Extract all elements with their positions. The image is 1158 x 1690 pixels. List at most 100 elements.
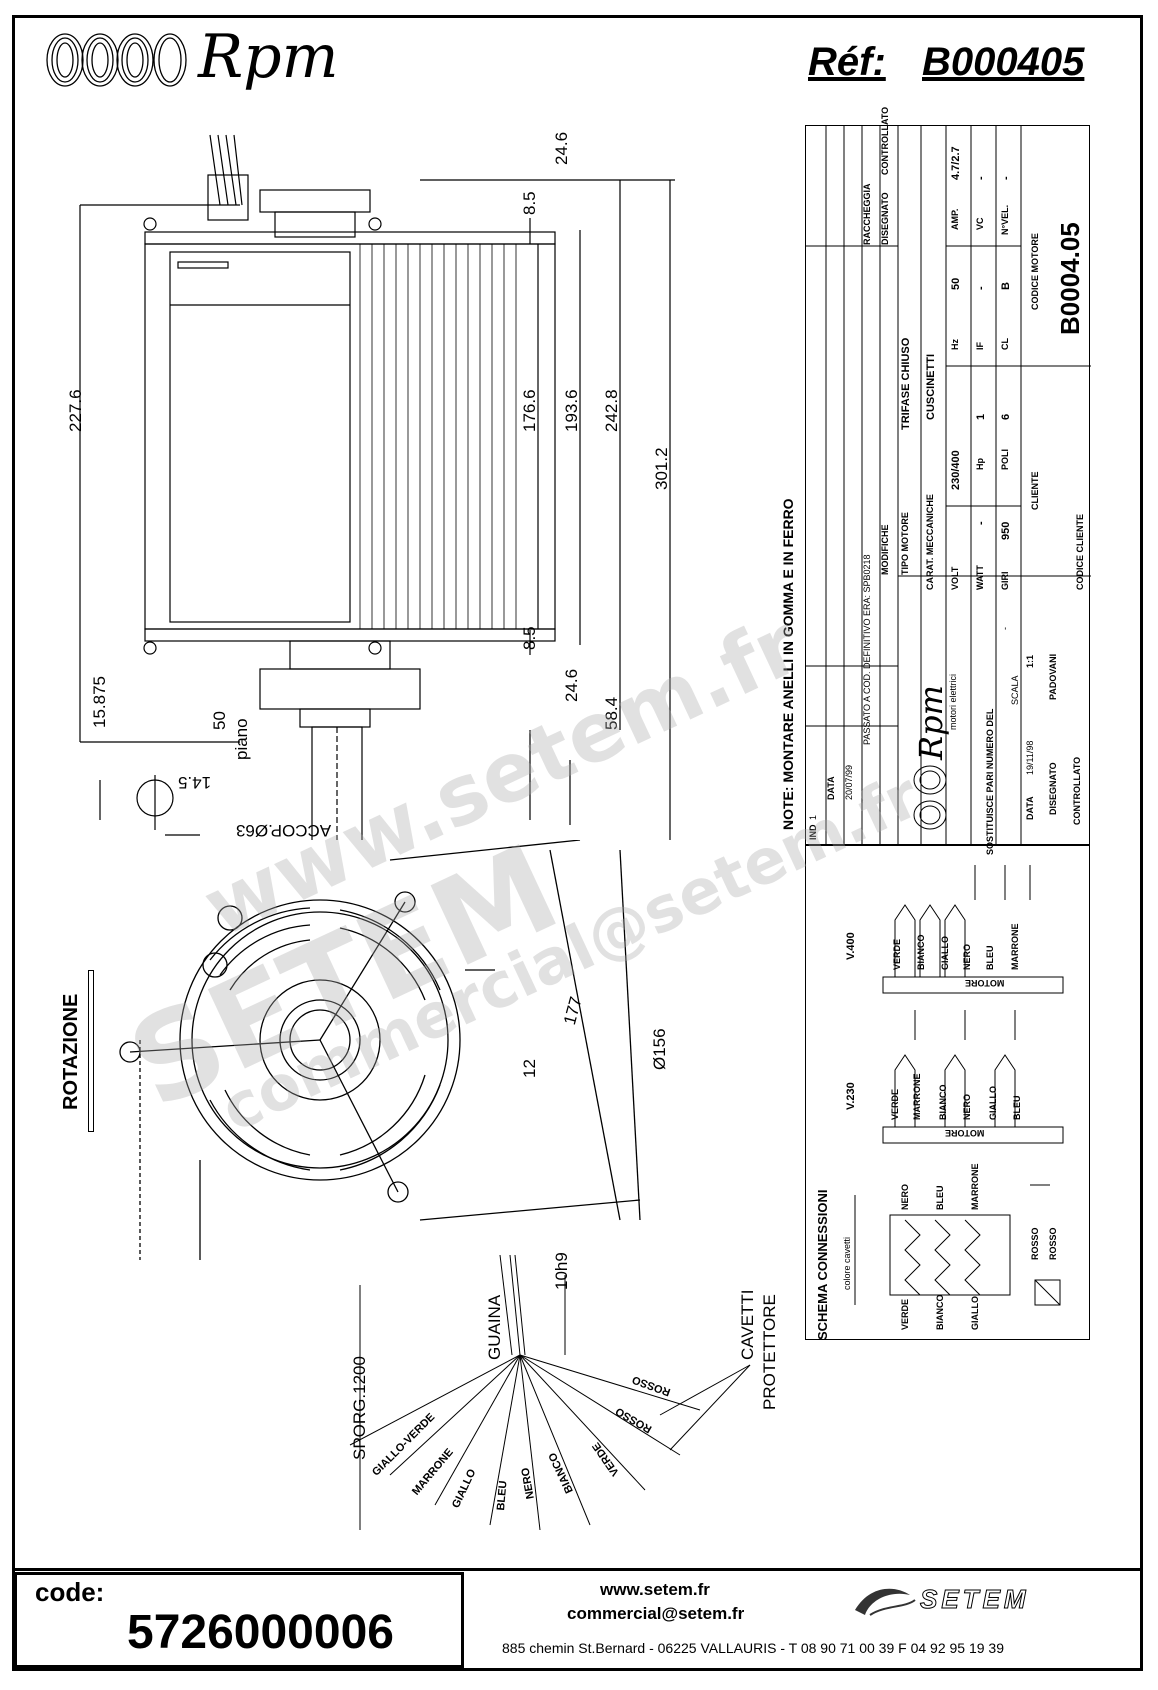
v230-wire: MARRONE <box>912 1073 922 1121</box>
disegnato-label: DISEGNATO <box>1048 762 1058 815</box>
dim-10h9: 10h9 <box>552 1252 571 1290</box>
code-label: code: <box>35 1577 105 1607</box>
disegnato-value: PADOVANI <box>1048 653 1058 700</box>
v400-wire: MARRONE <box>1010 923 1020 971</box>
hz-label: Hz <box>950 339 960 350</box>
dim-8-5-bottom: 8.5 <box>520 626 539 650</box>
dim-227-6: 227.6 <box>66 389 85 432</box>
setem-swoosh-icon <box>855 1588 916 1616</box>
poli: 6 <box>1000 413 1012 420</box>
dim-156: Ø156 <box>650 1028 669 1070</box>
rev-header-disegnato: DISEGNATO <box>880 192 890 245</box>
dim-24-6-top: 24.6 <box>552 131 571 165</box>
dim-301-2: 301.2 <box>652 447 671 490</box>
footer-brand: SETEM <box>920 1584 1030 1615</box>
rpm-mini-logo-icon <box>913 765 947 830</box>
footer-rule <box>12 1568 1143 1571</box>
rev-modifiche: PASSATO A COD. DEFINITIVO ERA: SPB0218 <box>862 554 872 745</box>
footer-email[interactable]: commercial@setem.fr <box>567 1604 745 1623</box>
schema-title: SCHEMA CONNESSIONI <box>815 1189 830 1340</box>
schema-v400: V.400 <box>845 932 857 960</box>
sostituisce: - <box>1000 627 1010 630</box>
label-rotazione: ROTAZIONE <box>60 993 82 1110</box>
tipo-motore: TRIFASE CHIUSO <box>900 337 912 430</box>
title-block <box>805 125 1091 846</box>
schema-motore-400: MOTORE <box>965 978 1005 988</box>
carat: CUSCINETTI <box>925 354 937 420</box>
giri: 950 <box>1000 521 1012 540</box>
hz: 50 <box>950 277 962 290</box>
nvel-label: N°VEL. <box>1000 204 1010 235</box>
label-guaina: GUAINA <box>485 1294 504 1360</box>
v400-wire: BLEU <box>985 945 995 971</box>
v400-wire: GIALLO <box>940 936 950 970</box>
sostituisce-label: SOSTITUISCE PARI NUMERO DEL <box>985 708 995 855</box>
footer-address: 885 chemin St.Bernard - 06225 VALLAURIS … <box>502 1640 1004 1656</box>
bottom-wire: BIANCO <box>935 1294 945 1331</box>
code-box: code: 5726000006 <box>14 1572 464 1668</box>
schema-block <box>805 845 1090 1340</box>
label-piano: piano <box>232 718 251 760</box>
amp: 4.7/2.7 <box>950 146 962 180</box>
dim-8-5-top: 8.5 <box>520 191 539 215</box>
if-label: IF <box>975 342 985 350</box>
data-value: 19/11/98 <box>1025 740 1035 775</box>
brand-logo-text: Rpm <box>198 22 339 92</box>
nvel: - <box>1000 176 1012 180</box>
cliente-label: CLIENTE <box>1030 471 1040 510</box>
vc-label: VC <box>975 217 985 230</box>
giri-label: GIRI <box>1000 571 1010 590</box>
dim-sporg: SPORG.1200 <box>350 1356 369 1460</box>
drawing-frame <box>12 15 1143 1671</box>
dim-193-6: 193.6 <box>562 389 581 432</box>
rpm-logo-icon <box>46 33 187 87</box>
carat-label: CARAT. MECCANICHE <box>925 494 935 590</box>
cl-label: CL <box>1000 338 1010 350</box>
v400-wire: NERO <box>962 943 972 970</box>
hp: 1 <box>975 413 987 420</box>
label-cavetti: CAVETTI <box>738 1289 757 1360</box>
rev-header-controllato: CONTROLLATO <box>880 106 890 175</box>
codice-motore: B0004.05 <box>1055 222 1085 335</box>
v230-wire: NERO <box>962 1093 972 1120</box>
codice-cliente-label: CODICE CLIENTE <box>1075 513 1085 590</box>
poli-label: POLI <box>1000 448 1010 470</box>
ref-label: Réf: <box>808 40 886 84</box>
rotation-bar <box>88 970 94 1132</box>
v230-wire: VERDE <box>890 1088 900 1120</box>
v400-wire: BIANCO <box>916 934 926 971</box>
rosso-wire: ROSSO <box>1030 1227 1040 1260</box>
controllato-label: CONTROLLATO <box>1072 756 1082 825</box>
rev-header-modifiche: MODIFICHE <box>880 524 890 576</box>
bottom-wire: VERDE <box>900 1298 910 1330</box>
schema-v230: V.230 <box>845 1082 857 1110</box>
v230-wire: BLEU <box>1012 1095 1022 1121</box>
dim-12: 12 <box>520 1059 539 1078</box>
rev-header-raccheggia: RACCHEGGIA <box>862 183 872 245</box>
dim-15-875: 15.875 <box>90 676 109 728</box>
schema-colore: colore cavetti <box>842 1236 852 1290</box>
vc: - <box>975 176 987 180</box>
schema-motore-230: MOTORE <box>945 1128 985 1138</box>
v400-wire: VERDE <box>892 938 902 970</box>
volt-label: VOLT <box>950 566 960 590</box>
bottom-wire: GIALLO <box>970 1296 980 1330</box>
cable-diagram <box>349 1255 751 1531</box>
title-block-grid <box>806 126 1091 846</box>
if-value: - <box>975 286 987 290</box>
top-wire: NERO <box>900 1183 910 1210</box>
schema-diagram <box>854 865 1064 1306</box>
top-wire: BLEU <box>935 1185 945 1211</box>
dim-242-8: 242.8 <box>602 389 621 432</box>
ref-value: B000405 <box>922 40 1085 84</box>
v230-wire: BIANCO <box>938 1084 948 1121</box>
footer-web[interactable]: www.setem.fr <box>600 1580 710 1599</box>
codice-motore-label: CODICE MOTORE <box>1030 233 1040 310</box>
top-wire: MARRONE <box>970 1163 980 1211</box>
title-logo-text: Rpm <box>912 685 950 760</box>
dim-50: 50 <box>210 711 229 730</box>
title-logo-sub: motori elettrici <box>948 673 958 730</box>
title-logo <box>910 630 947 840</box>
dim-176-6: 176.6 <box>520 389 539 432</box>
dim-14-5: 14.5 <box>178 773 212 792</box>
